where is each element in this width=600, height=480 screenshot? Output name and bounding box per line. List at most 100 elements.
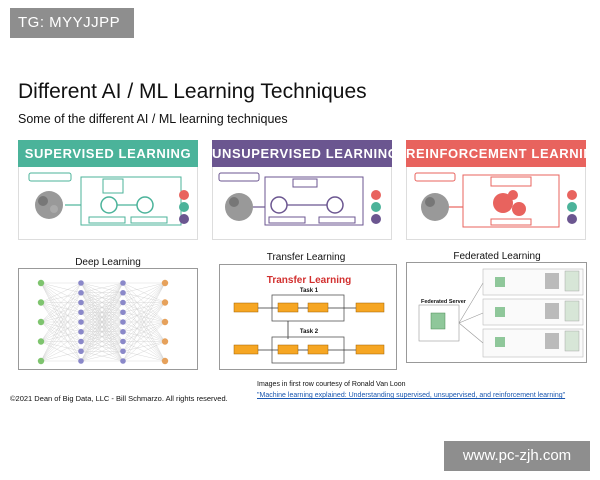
federated-server-label: Federated Server <box>421 299 466 305</box>
nn-node <box>161 318 169 326</box>
federated-learning-diagram: Federated Server <box>406 262 587 363</box>
nn-node <box>37 338 45 345</box>
nn-node <box>78 299 84 306</box>
nn-node <box>120 328 126 335</box>
nn-connection <box>122 341 166 352</box>
reinforcement-learning-card: REINFORCEMENT LEARNING <box>406 140 586 240</box>
source-article-link[interactable]: "Machine learning explained: Understandi… <box>257 392 566 399</box>
nn-connection <box>122 282 166 293</box>
nn-node <box>120 358 126 364</box>
channel-tag: TG: MYYJJPP <box>10 8 134 38</box>
transfer-learning-inner-title: Transfer Learning <box>266 275 352 286</box>
nn-connection <box>40 292 82 323</box>
nn-connection <box>122 282 166 362</box>
nn-connection <box>122 282 166 342</box>
nn-connection <box>80 282 124 293</box>
nn-node <box>78 319 84 325</box>
nn-connection <box>122 282 166 323</box>
nn-connection <box>80 282 124 362</box>
nn-connection <box>40 341 82 362</box>
image-credit: Images in first row courtesy of Ronald V… <box>257 381 406 388</box>
nn-node <box>78 328 84 335</box>
nn-node <box>161 357 169 365</box>
task2-label: Task 2 <box>299 329 319 335</box>
neural-network-graphic <box>37 279 169 365</box>
nn-connection <box>80 282 124 313</box>
nn-connection <box>122 302 166 352</box>
reinforcement-learning-diagram <box>406 167 586 240</box>
supervised-learning-diagram <box>18 167 198 240</box>
slide-subtitle: Some of the different AI / ML learning t… <box>18 112 288 126</box>
nn-connection <box>40 282 82 323</box>
nn-node <box>78 358 84 364</box>
nn-node <box>120 299 126 306</box>
nn-connection <box>122 282 166 313</box>
nn-connection <box>80 341 124 362</box>
nn-node <box>120 280 126 286</box>
nn-node <box>78 309 84 316</box>
nn-connection <box>80 321 124 362</box>
nn-connection <box>40 282 82 362</box>
nn-node <box>78 348 84 355</box>
nn-connection <box>40 292 82 303</box>
site-watermark: www.pc-zjh.com <box>444 441 590 471</box>
nn-node <box>120 319 126 325</box>
nn-node <box>161 338 169 345</box>
nn-connection <box>122 321 166 362</box>
nn-node <box>37 279 45 287</box>
nn-connection <box>40 351 82 362</box>
task1-label: Task 1 <box>299 288 319 294</box>
nn-connection <box>40 292 82 362</box>
nn-connection <box>80 351 124 362</box>
nn-connection <box>80 302 124 362</box>
nn-node <box>161 279 169 287</box>
nn-connection <box>80 312 124 362</box>
nn-connection <box>122 351 166 362</box>
nn-connection <box>40 282 82 293</box>
nn-node <box>120 348 126 355</box>
unsupervised-learning-diagram <box>212 167 392 240</box>
nn-connection <box>40 282 82 342</box>
nn-node <box>120 309 126 316</box>
nn-connection <box>80 282 124 342</box>
copyright-notice: ©2021 Dean of Big Data, LLC - Bill Schma… <box>10 394 228 403</box>
deep-learning-diagram <box>18 268 198 370</box>
supervised-learning-heading: SUPERVISED LEARNING <box>18 140 198 167</box>
deep-learning-label: Deep Learning <box>75 257 141 268</box>
nn-connection <box>122 302 166 362</box>
nn-node <box>120 338 126 345</box>
nn-node <box>37 357 45 365</box>
nn-connection <box>80 282 124 332</box>
nn-node <box>37 318 45 326</box>
nn-connection <box>40 292 82 342</box>
nn-node <box>78 280 84 286</box>
transfer-learning-diagram: Transfer Learning Task 1 Task 2 <box>219 264 397 370</box>
nn-connection <box>80 282 124 303</box>
federated-learning-label: Federated Learning <box>453 251 541 262</box>
nn-connection <box>122 282 166 303</box>
nn-node <box>37 299 45 306</box>
nn-connection <box>122 282 166 332</box>
nn-connection <box>122 282 166 352</box>
nn-connection <box>40 312 82 362</box>
nn-connection <box>80 282 124 352</box>
nn-connection <box>40 302 82 362</box>
unsupervised-learning-heading: UNSUPERVISED LEARNING <box>212 140 392 167</box>
nn-connection <box>80 292 124 362</box>
transfer-learning-label: Transfer Learning <box>266 252 346 263</box>
nn-node <box>78 289 84 296</box>
unsupervised-learning-card: UNSUPERVISED LEARNING <box>212 140 392 240</box>
nn-node <box>161 299 169 306</box>
nn-node <box>78 338 84 345</box>
nn-connection <box>122 321 166 352</box>
slide-title: Different AI / ML Learning Techniques <box>18 80 367 103</box>
nn-connection <box>122 341 166 362</box>
reinforcement-learning-heading: REINFORCEMENT LEARNING <box>406 140 586 167</box>
nn-connection <box>80 282 124 323</box>
nn-node <box>120 289 126 296</box>
nn-connection <box>40 282 82 303</box>
nn-connection <box>40 321 82 362</box>
nn-connection <box>40 331 82 362</box>
nn-connection <box>80 331 124 362</box>
supervised-learning-card: SUPERVISED LEARNING <box>18 140 198 240</box>
